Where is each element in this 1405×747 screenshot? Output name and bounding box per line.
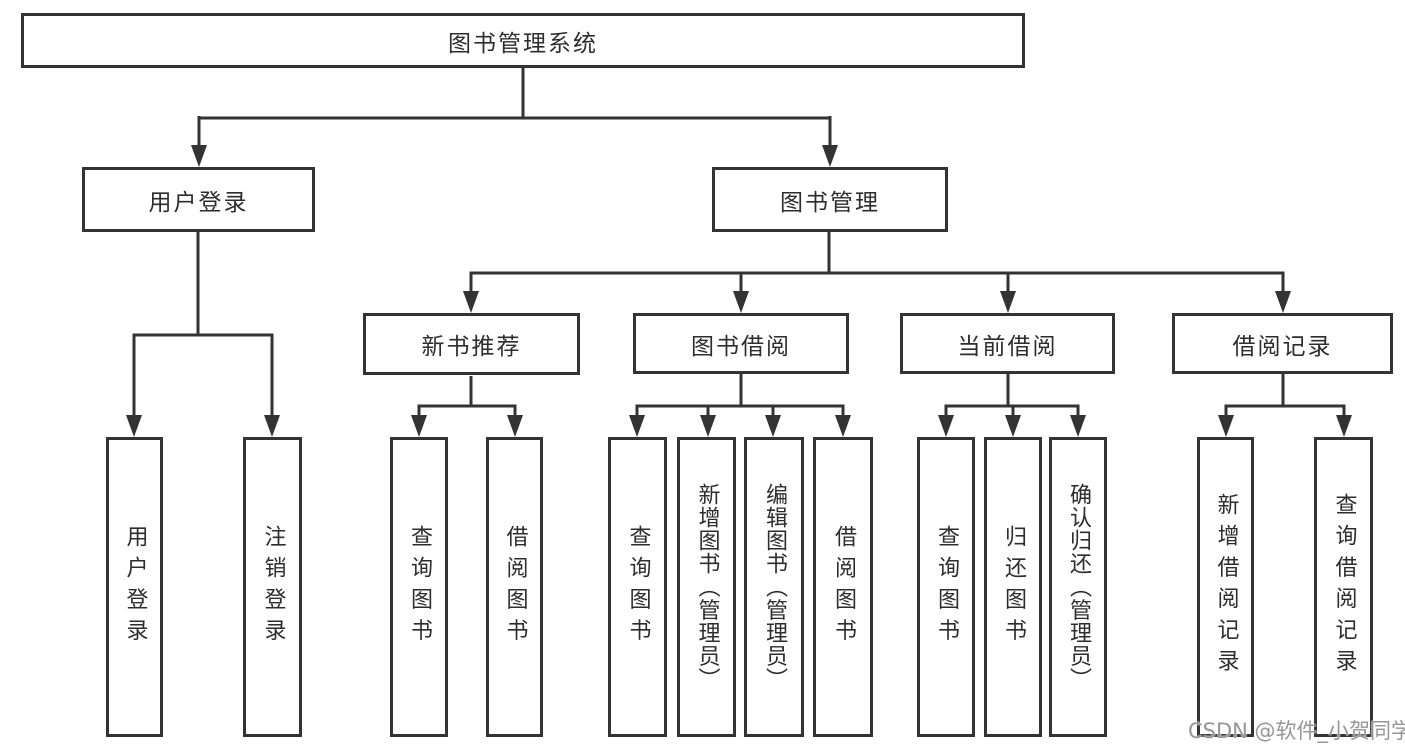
leaf-query-book-1: 查询图书 bbox=[390, 437, 448, 737]
arrowheads bbox=[126, 145, 1352, 437]
leaf-add-book: 新增图书（管理员） bbox=[677, 437, 736, 737]
leaf-edit-book: 编辑图书（管理员） bbox=[744, 437, 804, 737]
leaf-user-login: 用户登录 bbox=[106, 437, 163, 737]
leaf-query-borrow-record: 查询借阅记录 bbox=[1314, 437, 1373, 737]
csdn-watermark: CSDN @软件_小贺同学 bbox=[1188, 719, 1405, 743]
node-book-borrow: 图书借阅 bbox=[633, 313, 849, 374]
leaf-confirm-return: 确认归还（管理员） bbox=[1049, 437, 1107, 737]
leaf-query-book-3: 查询图书 bbox=[917, 437, 975, 737]
leaf-add-borrow-record: 新增借阅记录 bbox=[1197, 437, 1254, 737]
leaf-logout: 注销登录 bbox=[243, 437, 302, 737]
node-book-management: 图书管理 bbox=[712, 167, 948, 232]
node-current-borrow: 当前借阅 bbox=[900, 313, 1115, 374]
node-new-book-recommend: 新书推荐 bbox=[363, 313, 580, 375]
leaf-return-book: 归还图书 bbox=[984, 437, 1042, 737]
node-user-login: 用户登录 bbox=[82, 167, 315, 232]
node-root: 图书管理系统 bbox=[21, 13, 1025, 68]
leaf-query-book-2: 查询图书 bbox=[608, 437, 667, 737]
leaf-borrow-book-1: 借阅图书 bbox=[486, 437, 543, 737]
leaf-borrow-book-2: 借阅图书 bbox=[813, 437, 873, 737]
node-borrow-record: 借阅记录 bbox=[1172, 313, 1393, 374]
